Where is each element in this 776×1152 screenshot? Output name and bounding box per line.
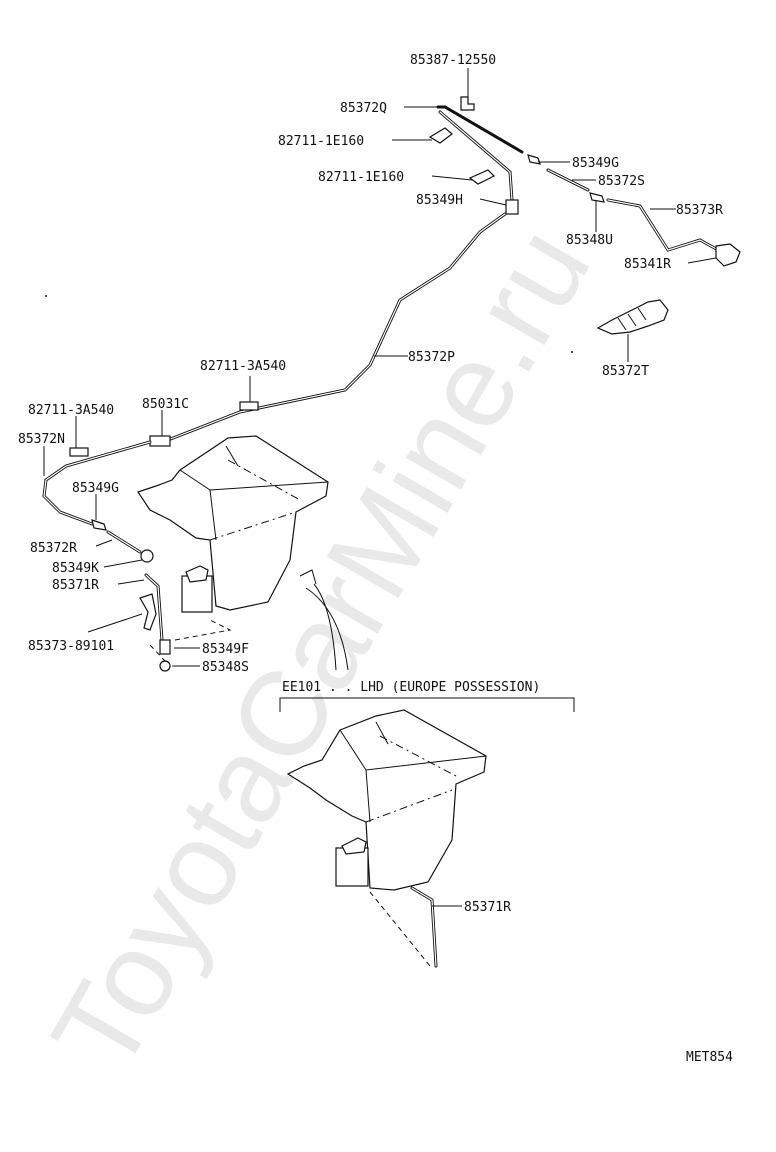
joint-85349F: [159, 639, 171, 655]
label-85348U: 85348U: [566, 233, 613, 248]
label-85349F: 85349F: [202, 642, 249, 657]
clamp-82711-1E160-b: [468, 169, 496, 185]
clamp-82711-1E160-a: [428, 127, 453, 144]
label-85371R-top: 85371R: [52, 578, 99, 593]
label-85371R-bottom: 85371R: [464, 900, 511, 915]
variant-bracket: [279, 697, 575, 712]
valve-85349H: [505, 199, 519, 215]
label-82711-3A540-b: 82711-3A540: [28, 403, 114, 418]
label-85372P: 85372P: [408, 350, 455, 365]
label-85349H: 85349H: [416, 193, 463, 208]
clip-85387: [460, 96, 475, 111]
label-85372Q: 85372Q: [340, 101, 387, 116]
variant-subtitle: EE101 . . LHD (EUROPE POSSESSION): [282, 680, 540, 695]
label-85348S: 85348S: [202, 660, 249, 675]
left-hose-assembly: [42, 435, 349, 672]
grommet-85372T: [596, 299, 669, 335]
clamp-82711-3A540-a: [239, 401, 259, 411]
washer-pump-lower: [335, 847, 369, 887]
label-85387-12550: 85387-12550: [410, 53, 496, 68]
figure-code: MET854: [686, 1050, 733, 1065]
upper-hose-assembly: [166, 96, 741, 442]
washer-tank-upper: [137, 435, 329, 611]
label-85349G-left: 85349G: [72, 481, 119, 496]
washer-pump-upper: [181, 575, 213, 613]
label-82711-3A540-a: 82711-3A540: [200, 359, 286, 374]
label-85349K: 85349K: [52, 561, 99, 576]
joint-85349G-top: [527, 154, 541, 165]
label-85031C: 85031C: [142, 397, 189, 412]
nozzle-85341R: [715, 243, 741, 267]
label-85373R: 85373R: [676, 203, 723, 218]
part-labels: 85387-12550 85372Q 82711-1E160 82711-1E1…: [18, 53, 723, 915]
lhd-variant: [279, 697, 575, 968]
washer-tank-lower: [286, 709, 487, 891]
cap-85348S: [159, 660, 171, 672]
clamp-82711-3A540-b: [69, 447, 89, 457]
label-85372S: 85372S: [598, 174, 645, 189]
joint-85348U: [589, 192, 605, 203]
leader-lines: [43, 68, 717, 907]
joint-85349G-left: [91, 519, 107, 531]
label-85372T: 85372T: [602, 364, 649, 379]
arrow-to-variant: [305, 587, 349, 671]
label-85341R: 85341R: [624, 257, 671, 272]
label-85372N: 85372N: [18, 432, 65, 447]
bracket-85373-89101: [139, 593, 157, 631]
label-82711-1E160-a: 82711-1E160: [278, 134, 364, 149]
valve-85349K: [140, 549, 154, 563]
watermark-text: ToyotaCarMine.ru: [26, 206, 616, 1093]
label-85373-89101: 85373-89101: [28, 639, 114, 654]
hose-85372Q-upper: [436, 105, 524, 154]
label-85372R: 85372R: [30, 541, 77, 556]
label-82711-1E160-b: 82711-1E160: [318, 170, 404, 185]
label-85349G-top: 85349G: [572, 156, 619, 171]
connector-85031C: [149, 435, 171, 447]
